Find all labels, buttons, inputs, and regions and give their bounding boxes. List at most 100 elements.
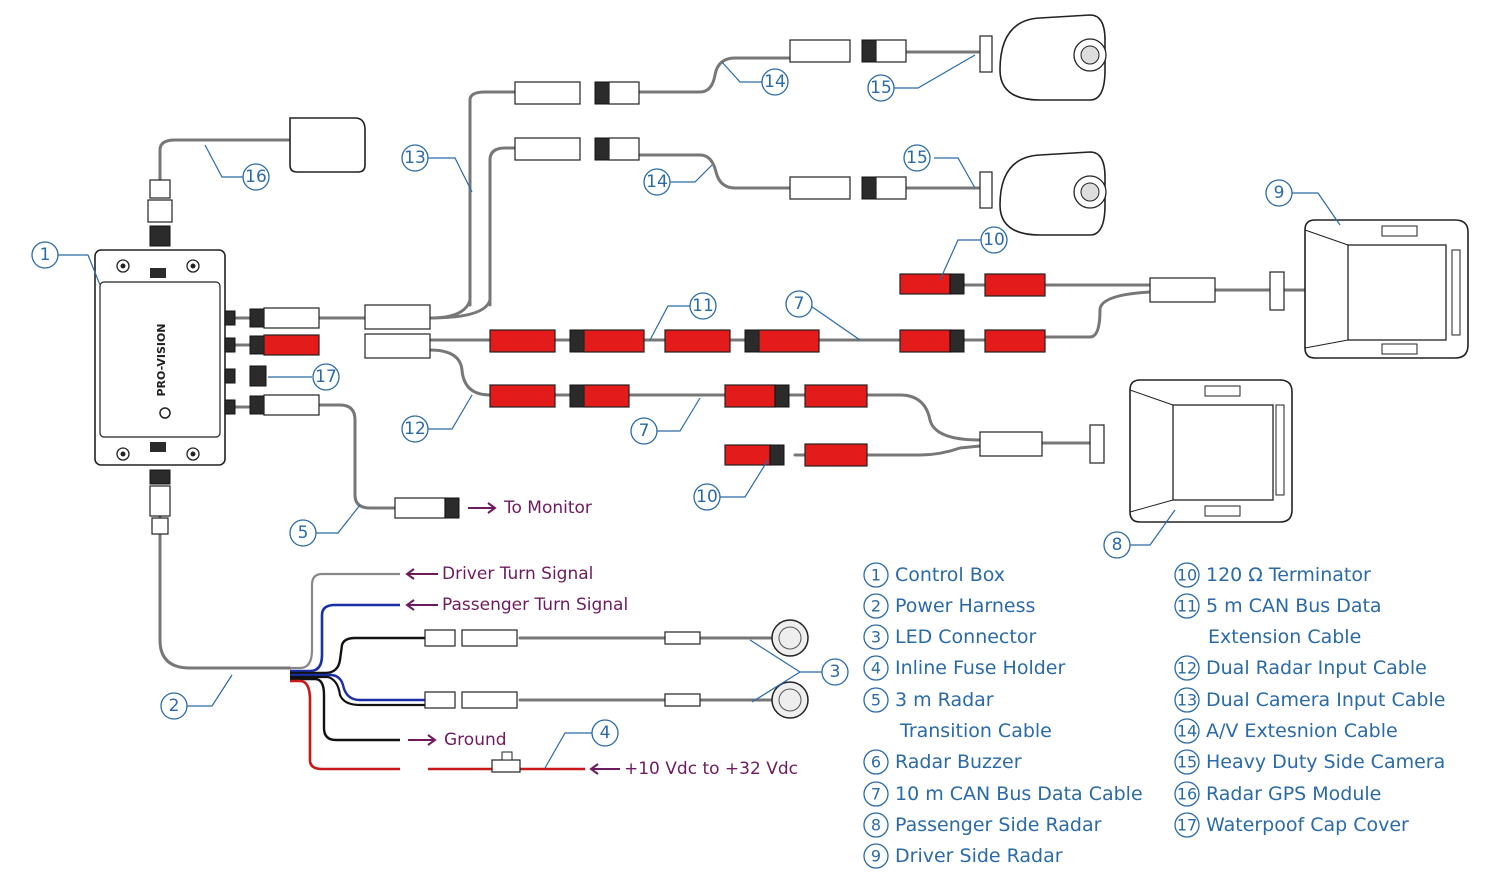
- svg-text:14: 14: [1177, 722, 1197, 741]
- svg-text:11: 11: [692, 296, 714, 316]
- waterproof-cap: [249, 365, 267, 387]
- callout-4: 4: [591, 719, 619, 747]
- brand-logo-text: PRO-VISION: [155, 323, 168, 396]
- can-connectors-row2: [489, 384, 1105, 467]
- gps-cable: [158, 138, 297, 187]
- callout-14-upper: 14: [761, 68, 789, 96]
- radar-input-lower: [428, 348, 492, 397]
- legend-av-extension: A/V Extesnion Cable: [1206, 720, 1398, 742]
- callout-3: 3: [821, 658, 849, 686]
- svg-text:10: 10: [983, 230, 1005, 250]
- legend-cap-cover: Waterpoof Cap Cover: [1206, 814, 1409, 836]
- passenger-side-radar: [1129, 379, 1293, 523]
- callout-8: 8: [1103, 531, 1131, 559]
- svg-text:17: 17: [315, 367, 337, 387]
- svg-text:4: 4: [600, 723, 611, 743]
- control-box: PRO-VISION: [94, 179, 236, 535]
- camera-split-2: [428, 298, 492, 320]
- camera-upper: [979, 14, 1107, 101]
- svg-text:14: 14: [646, 172, 668, 192]
- svg-text:15: 15: [1177, 753, 1197, 772]
- svg-text:3: 3: [871, 628, 881, 647]
- callout-5: 5: [289, 519, 317, 547]
- legend-power-harness: Power Harness: [895, 595, 1035, 617]
- callout-10-upper: 10: [980, 226, 1008, 254]
- legend-dual-camera: Dual Camera Input Cable: [1206, 689, 1445, 711]
- svg-text:6: 6: [871, 753, 881, 772]
- svg-text:9: 9: [871, 847, 881, 866]
- legend-can-extension: 5 m CAN Bus Data: [1206, 595, 1382, 617]
- svg-text:15: 15: [870, 78, 892, 98]
- svg-text:9: 9: [1274, 183, 1285, 203]
- legend-can-bus-10m: 10 m CAN Bus Data Cable: [895, 783, 1143, 805]
- ground-label: Ground: [444, 730, 507, 750]
- legend-transition-cable-line2: Transition Cable: [899, 720, 1052, 742]
- callout-1: 1: [31, 241, 59, 269]
- camera-lower: [979, 151, 1107, 236]
- legend-control-box: Control Box: [895, 564, 1005, 586]
- svg-text:13: 13: [404, 148, 426, 168]
- svg-text:11: 11: [1177, 597, 1197, 616]
- legend-gps-module: Radar GPS Module: [1206, 783, 1381, 805]
- legend-left: 1 Control Box 2 Power Harness 3 LED Conn…: [863, 562, 1143, 869]
- svg-text:14: 14: [764, 72, 786, 92]
- camera-input-lower-a: [488, 146, 517, 307]
- svg-text:5: 5: [298, 523, 309, 543]
- led-wire-top-black: [290, 636, 425, 675]
- callout-11: 11: [689, 292, 717, 320]
- passenger-turn-label: Passenger Turn Signal: [442, 595, 628, 615]
- gps-module: [289, 117, 366, 173]
- callout-10-lower: 10: [693, 483, 721, 511]
- callout-15-upper: 15: [867, 74, 895, 102]
- driver-turn-label: Driver Turn Signal: [442, 564, 593, 584]
- legend-can-extension-line2: Extension Cable: [1208, 626, 1361, 648]
- ground-wire: [290, 677, 400, 742]
- leader-lines: [58, 54, 1341, 769]
- signal-labels: To Monitor Driver Turn Signal Passenger …: [405, 498, 798, 779]
- transition-cable: [318, 403, 397, 510]
- power-wire: [290, 679, 400, 771]
- callout-2: 2: [160, 692, 188, 720]
- svg-text:7: 7: [794, 294, 805, 314]
- legend-radar-buzzer: Radar Buzzer: [895, 751, 1022, 773]
- svg-text:15: 15: [906, 148, 928, 168]
- callout-9: 9: [1265, 179, 1293, 207]
- driver-turn-wire: [290, 572, 400, 670]
- legend-dual-radar: Dual Radar Input Cable: [1206, 657, 1427, 679]
- svg-text:1: 1: [871, 566, 881, 585]
- box-connectors: [249, 304, 431, 416]
- callout-13: 13: [401, 144, 429, 172]
- svg-text:16: 16: [1177, 785, 1197, 804]
- legend-right: 10 120 Ω Terminator 11 5 m CAN Bus Data …: [1174, 562, 1445, 838]
- av-extension-lower: [623, 153, 792, 190]
- svg-text:10: 10: [1177, 566, 1197, 585]
- can-bus-driver: [1043, 290, 1152, 339]
- callout-15-lower: 15: [903, 144, 931, 172]
- harness-wires: [290, 572, 782, 771]
- led-wire-bottom-blue: [290, 673, 425, 702]
- camera-connectors: [514, 39, 907, 200]
- svg-text:12: 12: [1177, 659, 1197, 678]
- transition-connector: [394, 497, 460, 519]
- cables: [158, 50, 1307, 670]
- svg-text:2: 2: [169, 696, 180, 716]
- camera-input-upper-a: [468, 90, 517, 307]
- power-harness: [158, 488, 292, 670]
- callout-12: 12: [401, 415, 429, 443]
- svg-text:8: 8: [871, 816, 881, 835]
- legend-side-camera: Heavy Duty Side Camera: [1206, 751, 1445, 773]
- callout-16: 16: [242, 163, 270, 191]
- svg-text:7: 7: [871, 785, 881, 804]
- svg-text:17: 17: [1177, 816, 1197, 835]
- legend-passenger-radar: Passenger Side Radar: [895, 814, 1102, 836]
- callout-7-lower: 7: [630, 417, 658, 445]
- passenger-turn-wire: [290, 603, 400, 673]
- svg-text:2: 2: [871, 597, 881, 616]
- legend-led-connector: LED Connector: [895, 626, 1036, 648]
- svg-text:3: 3: [830, 662, 841, 682]
- svg-text:12: 12: [404, 419, 426, 439]
- to-monitor-label: To Monitor: [503, 498, 592, 518]
- svg-text:5: 5: [871, 691, 881, 710]
- legend-terminator: 120 Ω Terminator: [1206, 564, 1371, 586]
